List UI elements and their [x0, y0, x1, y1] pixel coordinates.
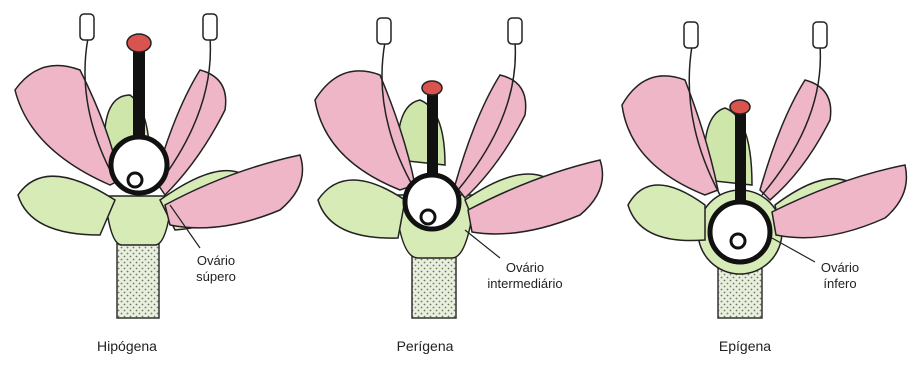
ovule: [731, 234, 745, 248]
anther-right: [813, 22, 827, 48]
anther-left: [684, 22, 698, 48]
stigma: [127, 34, 151, 52]
anther-right: [203, 14, 217, 40]
petal-left: [622, 76, 718, 195]
sepal-left: [318, 180, 405, 238]
stigma: [730, 100, 750, 114]
ovule: [421, 210, 435, 224]
ovary-label-line2: súpero: [180, 269, 252, 285]
pedicel: [117, 236, 159, 318]
pedicel: [412, 252, 456, 318]
ovary-label-line1: Ovário: [800, 260, 880, 276]
anther-right: [508, 18, 522, 44]
petal-left: [315, 71, 415, 190]
ovary-label-epigena: Ovário ínfero: [800, 260, 880, 292]
ovary: [710, 202, 770, 262]
ovary-label-line2: intermediário: [470, 276, 580, 292]
ovary-label-line1: Ovário: [180, 253, 252, 269]
anther-left: [377, 18, 391, 44]
flower-title-hipogena: Hipógena: [72, 338, 182, 354]
petal-left: [15, 66, 120, 186]
ovary-label-hipogena: Ovário súpero: [180, 253, 252, 285]
style: [133, 48, 145, 148]
flower-title-perigena: Perígena: [370, 338, 480, 354]
style: [427, 92, 438, 182]
flower-hipogena: [15, 14, 303, 318]
ovary-label-line1: Ovário: [470, 260, 580, 276]
sepal-left: [628, 185, 705, 241]
anther-left: [80, 14, 94, 40]
ovary-label-line2: ínfero: [800, 276, 880, 292]
stigma: [422, 81, 442, 95]
ovule: [128, 173, 142, 187]
flower-title-epigena: Epígena: [690, 338, 800, 354]
ovary-label-perigena: Ovário intermediário: [470, 260, 580, 292]
sepal-left: [18, 176, 115, 235]
